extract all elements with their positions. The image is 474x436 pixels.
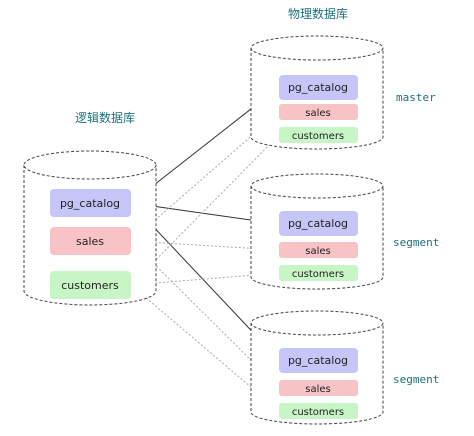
- logical-database-cylinder: pg_catalog sales customers: [23, 150, 157, 306]
- logical-catalog-box: [50, 189, 131, 217]
- physical-db-title: 物理数据库: [288, 6, 348, 21]
- customers-link-master: [130, 134, 280, 286]
- segment-1-cylinder-top: [250, 173, 384, 199]
- segment-1-catalog-label: pg_catalog: [288, 217, 348, 230]
- master-role-label: master: [396, 91, 436, 104]
- segment-1-customers-box: [279, 265, 358, 281]
- master-customers-box: [279, 127, 358, 143]
- master-customers-label: customers: [292, 131, 344, 142]
- logical-db-title: 逻辑数据库: [75, 110, 135, 125]
- master-sales-label: sales: [305, 108, 330, 119]
- segment-2-customers-label: customers: [292, 407, 344, 418]
- segment-2-catalog-box: [279, 348, 358, 373]
- logical-sales-box: [50, 227, 131, 255]
- segment-2-cylinder-top: [250, 310, 384, 336]
- segment-2-catalog-label: pg_catalog: [288, 354, 348, 367]
- logical-sales-label: sales: [76, 235, 104, 248]
- logical-catalog-label: pg_catalog: [60, 197, 120, 210]
- physical-database-segment-1: pg_catalog sales customers: [250, 173, 384, 290]
- segment-1-role-label: segment: [393, 236, 439, 249]
- logical-cylinder-top: [23, 150, 157, 180]
- segment-2-role-label: segment: [393, 373, 439, 386]
- segment-2-sales-box: [279, 380, 358, 396]
- master-catalog-label: pg_catalog: [288, 81, 348, 94]
- master-sales-box: [279, 104, 358, 120]
- logical-customers-label: customers: [61, 279, 119, 292]
- segment-1-sales-box: [279, 242, 358, 258]
- segment-2-customers-box: [279, 403, 358, 419]
- segment-1-catalog-box: [279, 211, 358, 236]
- segment-1-sales-label: sales: [305, 246, 330, 257]
- logical-customers-box: [50, 271, 131, 299]
- physical-database-master: pg_catalog sales customers: [250, 35, 384, 150]
- segment-2-sales-label: sales: [305, 384, 330, 395]
- physical-database-segment-2: pg_catalog sales customers: [250, 310, 384, 425]
- master-catalog-box: [279, 75, 358, 100]
- master-cylinder-top: [250, 35, 384, 61]
- segment-1-customers-label: customers: [292, 269, 344, 280]
